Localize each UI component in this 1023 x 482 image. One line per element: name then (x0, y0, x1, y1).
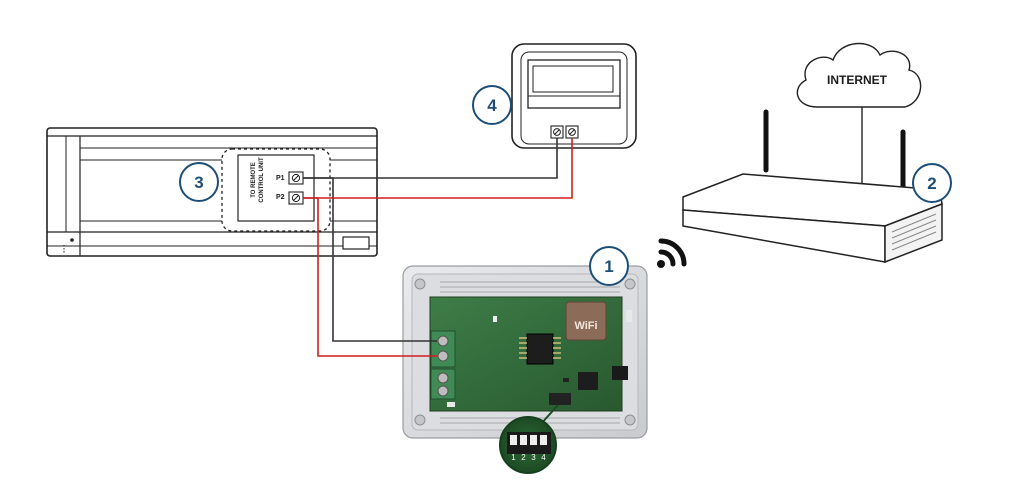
wifi-chip (565, 301, 607, 341)
signal-wire (303, 138, 573, 199)
callout-3-number: 3 (194, 173, 203, 192)
callout-4: 4 (472, 85, 512, 125)
callout-2-number: 2 (927, 174, 936, 193)
callout-1: 1 (589, 246, 629, 286)
ground-wire (303, 138, 558, 179)
dip-number-3: 3 (531, 453, 536, 462)
internet-label: INTERNET (827, 73, 888, 87)
callout-4-number: 4 (487, 96, 497, 115)
dip-number-4: 4 (541, 453, 546, 462)
screw-terminal-icon (288, 171, 304, 185)
callout-1-number: 1 (604, 257, 613, 276)
wifi-signal-icon (657, 238, 687, 268)
screw-terminal-icon (288, 191, 304, 205)
screw-terminal-icon (550, 125, 564, 139)
terminal-caption-line-2: CONTROL UNIT (259, 157, 265, 203)
dip-number-2: 2 (521, 453, 526, 462)
wifi-chip-label: WiFi (574, 320, 597, 332)
internet-cloud: INTERNET (796, 42, 922, 186)
wifi-module: WiFi (402, 265, 648, 439)
wiring (303, 138, 573, 357)
wifi-router (682, 109, 943, 264)
terminal-label-p2: P2 (276, 194, 285, 201)
ground-wire-to-module (303, 177, 437, 342)
signal-wire-to-module (303, 197, 437, 357)
dip-number-1: 1 (511, 453, 516, 462)
callout-3: 3 (179, 162, 219, 202)
screw-terminal-icon (565, 125, 579, 139)
dip-switch-zoom: 1 2 3 4 (499, 404, 559, 474)
terminal-caption-line-1: TO REMOTE (251, 162, 257, 198)
remote-control-unit (511, 43, 637, 149)
callout-2: 2 (912, 163, 952, 203)
terminal-label-p1: P1 (276, 175, 285, 182)
terminal-block (237, 154, 315, 222)
